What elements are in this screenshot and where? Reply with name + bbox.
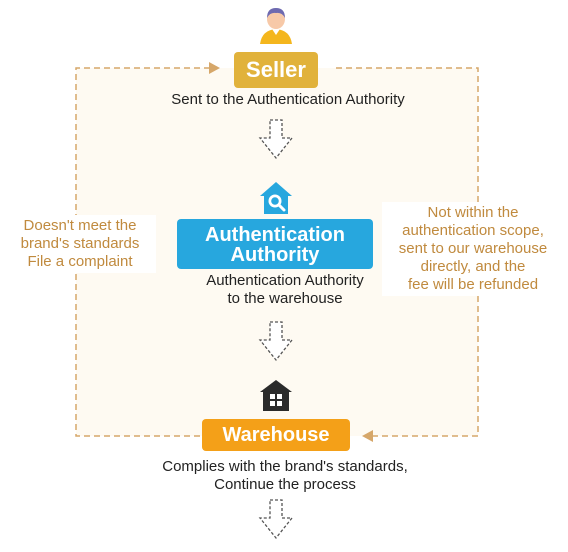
down-arrow-3 (258, 499, 294, 540)
right-note-line3: sent to our warehouse (398, 240, 548, 257)
left-note-line1: Doesn't meet the (23, 217, 137, 234)
warehouse-grid-icon (260, 380, 292, 411)
down-arrow-1 (258, 119, 294, 160)
right-loop-arrowhead (362, 430, 373, 442)
authority-label-line2: Authority (230, 244, 320, 266)
left-note: Doesn't meet the brand's standards File … (4, 215, 156, 273)
authority-caption-line2: to the warehouse (227, 290, 343, 307)
warehouse-caption-line1: Complies with the brand's standards, (162, 458, 408, 475)
left-loop-arrowhead (209, 62, 220, 74)
warehouse-caption: Complies with the brand's standards, Con… (100, 458, 470, 494)
authentication-authority-node: Authentication Authority (177, 219, 373, 269)
right-note-line4: directly, and the (420, 258, 526, 275)
left-note-line3: File a complaint (27, 253, 133, 270)
seller-node: Seller (234, 52, 318, 88)
left-loop-connector (75, 67, 210, 437)
warehouse-node: Warehouse (202, 419, 350, 451)
left-note-line2: brand's standards (20, 235, 140, 252)
house-search-icon (260, 182, 292, 214)
authority-caption: Authentication Authority to the warehous… (150, 272, 420, 308)
right-note: Not within the authentication scope, sen… (382, 202, 564, 296)
seller-caption: Sent to the Authentication Authority (171, 91, 405, 108)
authority-caption-line1: Authentication Authority (206, 272, 364, 289)
warehouse-caption-line2: Continue the process (214, 476, 356, 493)
user-avatar-icon (260, 8, 292, 44)
right-note-line2: authentication scope, (402, 222, 544, 239)
seller-label: Seller (246, 57, 306, 82)
right-note-line5: fee will be refunded (407, 276, 539, 293)
authority-label-line1: Authentication (205, 224, 345, 246)
down-arrow-2 (258, 321, 294, 362)
right-note-line1: Not within the (427, 204, 519, 221)
warehouse-label: Warehouse (222, 424, 330, 446)
